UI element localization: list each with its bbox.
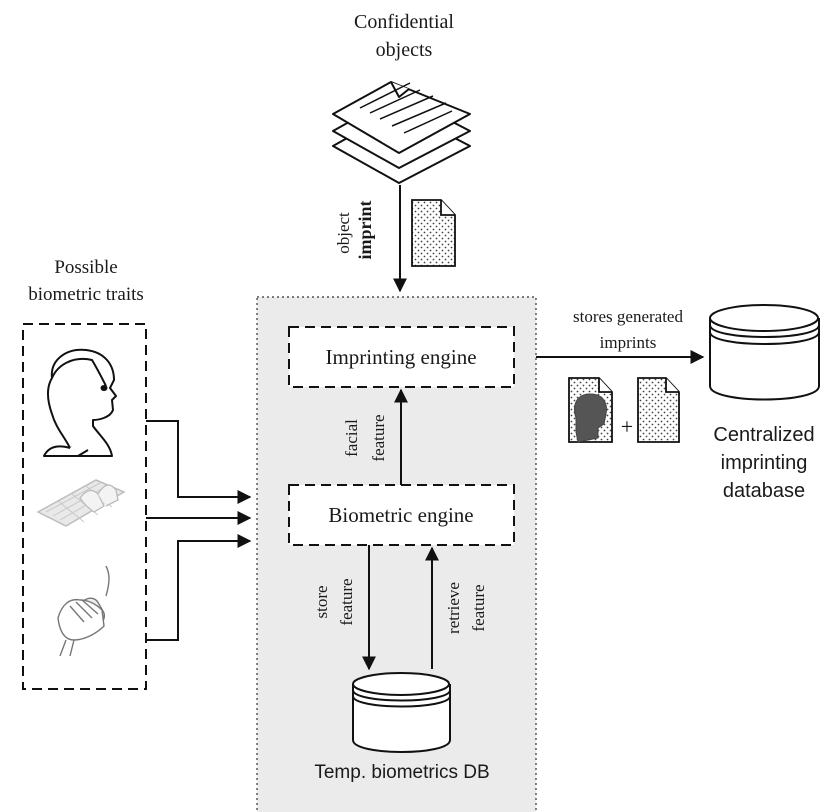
- centralized-db-icon: [709, 304, 820, 401]
- dotted-document-icon: [411, 199, 456, 267]
- imprinting-engine-box: [288, 326, 515, 388]
- database-label: database: [723, 480, 805, 502]
- biometric-engine-label: Biometric engine: [328, 503, 473, 527]
- trait-arrows: [146, 420, 252, 641]
- biometric-engine-box: [288, 484, 515, 546]
- object-label: object: [334, 212, 353, 254]
- feature-label-store: feature: [337, 578, 356, 625]
- retrieve-label: retrieve: [444, 582, 463, 634]
- keyboard-icon: [36, 479, 126, 527]
- store-label: store: [312, 585, 331, 618]
- dotted-document-icon-2: [637, 377, 680, 443]
- imprint-label: imprint: [355, 200, 375, 259]
- confidential-objects-label-line2: objects: [376, 39, 433, 61]
- imprinting-label: imprinting: [721, 452, 808, 474]
- feature-label-retrieve: feature: [469, 584, 488, 631]
- temp-db-icon: [352, 672, 451, 753]
- feature-label-facial: feature: [369, 414, 388, 461]
- temp-db-label: Temp. biometrics DB: [314, 762, 489, 783]
- confidential-objects-label-line1: Confidential: [354, 11, 454, 33]
- face-profile-icon: [43, 348, 117, 457]
- stores-generated-label: stores generated: [573, 307, 683, 326]
- face-document-icon: [568, 377, 613, 443]
- traits-label-line1: Possible: [54, 257, 117, 278]
- facial-label: facial: [342, 419, 361, 457]
- imprinting-engine-label: Imprinting engine: [325, 345, 476, 369]
- centralized-label: Centralized: [713, 424, 814, 446]
- document-stack-icon: [332, 81, 471, 184]
- imprints-label: imprints: [600, 333, 657, 352]
- plus-sign: +: [621, 414, 633, 439]
- traits-label-line2: biometric traits: [28, 284, 144, 305]
- mouse-hand-icon: [57, 565, 110, 657]
